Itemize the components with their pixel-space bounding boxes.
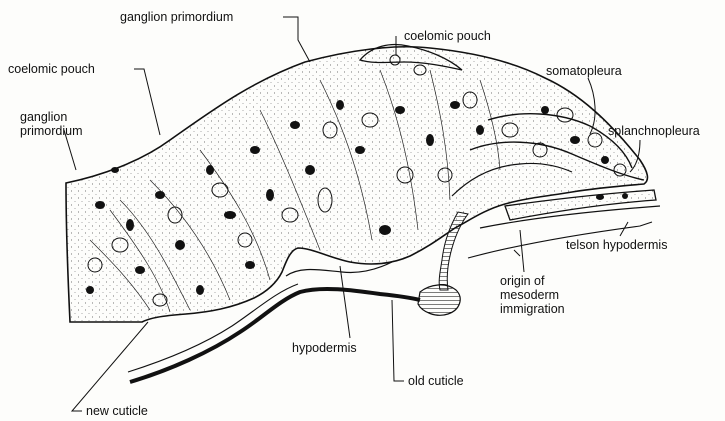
label-old-cuticle: old cuticle bbox=[408, 374, 464, 388]
label-somatopleura: somatopleura bbox=[546, 64, 622, 78]
telson-pointer bbox=[514, 250, 520, 256]
label-coelomic-pouch-top: coelomic pouch bbox=[404, 29, 491, 43]
label-ganglion-primordium-top: ganglion primordium bbox=[120, 10, 233, 24]
mesoderm-origin-blob bbox=[418, 285, 460, 315]
label-telson-hypodermis: telson hypodermis bbox=[566, 238, 667, 252]
label-new-cuticle: new cuticle bbox=[86, 404, 148, 418]
label-ganglion-primordium-left: ganglion primordium bbox=[20, 110, 83, 138]
label-origin-of-mesoderm-immigration: origin of mesoderm immigration bbox=[500, 274, 565, 316]
label-splanchnopleura: splanchnopleura bbox=[608, 124, 700, 138]
label-hypodermis: hypodermis bbox=[292, 341, 357, 355]
label-coelomic-pouch-left: coelomic pouch bbox=[8, 62, 95, 76]
